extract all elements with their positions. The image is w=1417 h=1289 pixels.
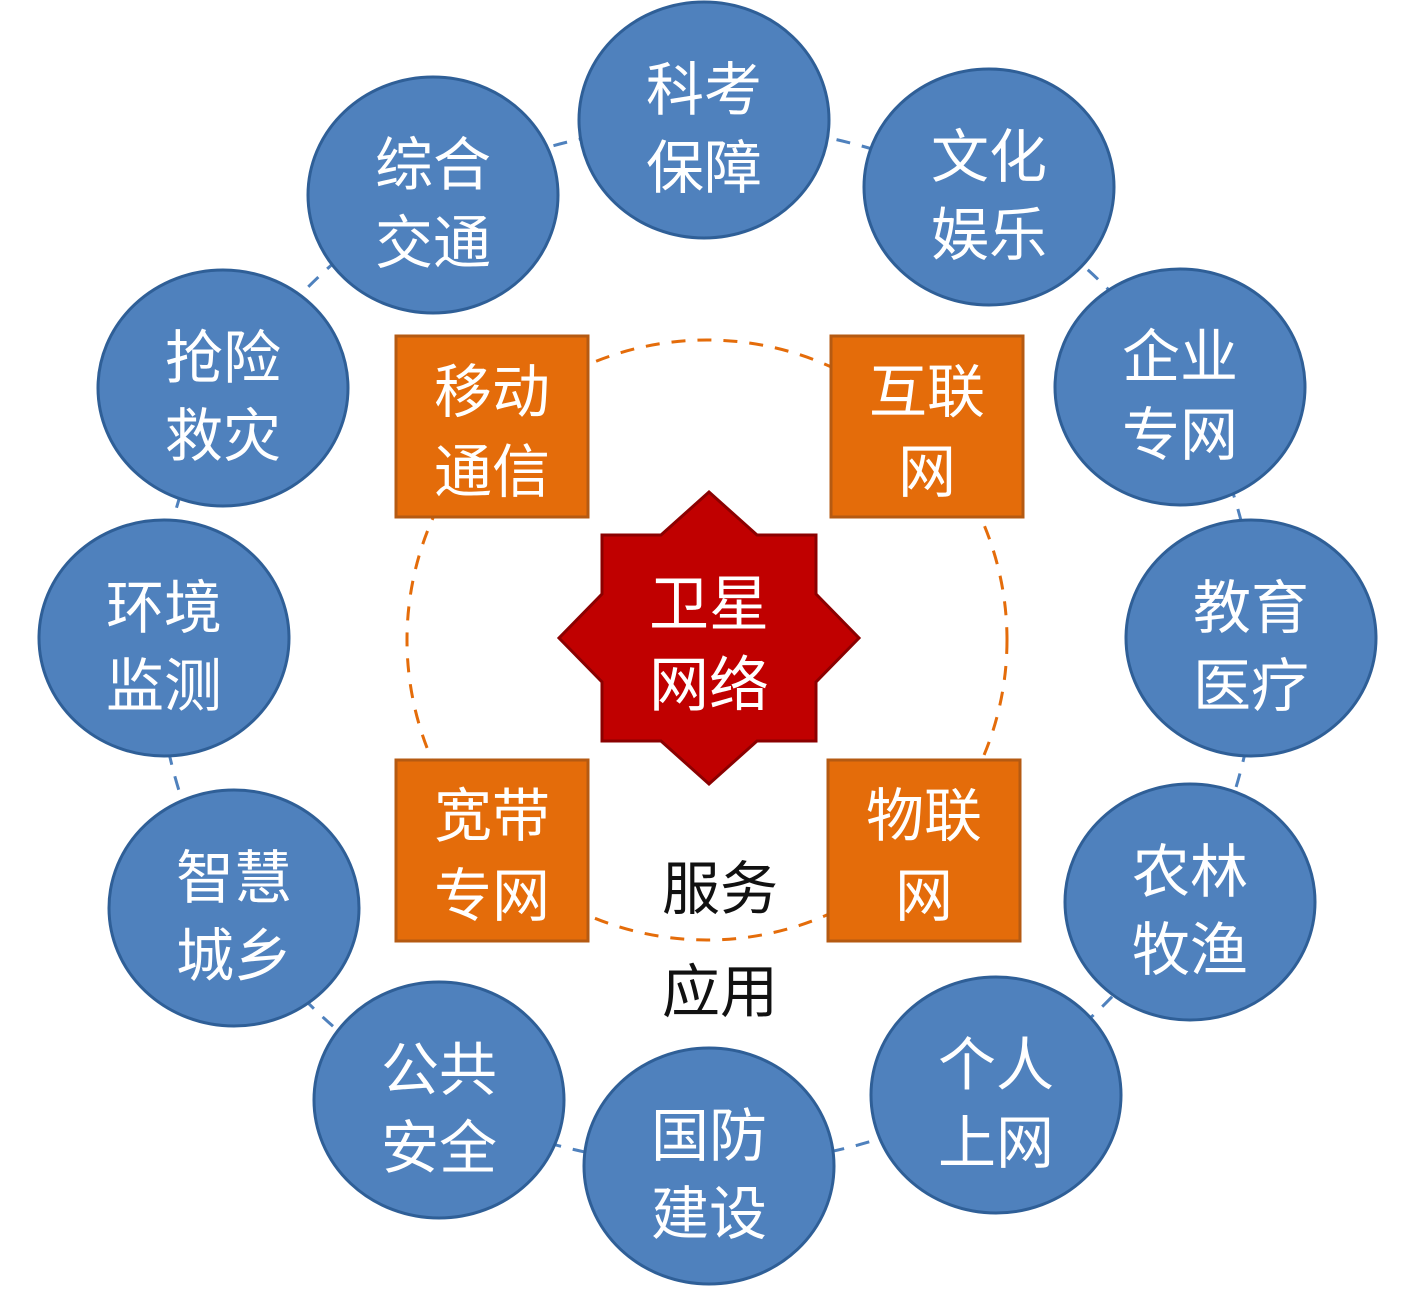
hub-star-shape xyxy=(556,489,862,787)
app-node-line2: 牧渔 xyxy=(1132,916,1248,984)
app-node-science: 科考 保障 xyxy=(577,0,831,240)
app-node-education: 教育 医疗 xyxy=(1124,518,1378,758)
network-box-line2: 网 xyxy=(898,438,956,506)
app-node-public-safety: 公共 安全 xyxy=(312,980,566,1220)
app-node-line1: 农林 xyxy=(1132,838,1248,906)
network-box-line2: 通信 xyxy=(434,438,550,506)
app-node-line1: 环境 xyxy=(106,574,222,642)
service-label-line1: 服务 xyxy=(662,855,778,923)
app-node-line1: 教育 xyxy=(1193,574,1309,642)
network-box-internet: 互联 网 xyxy=(829,334,1025,519)
network-box-line2: 专网 xyxy=(434,862,550,930)
app-node-line1: 公共 xyxy=(381,1036,497,1104)
app-node-line2: 医疗 xyxy=(1193,652,1309,720)
app-node-line2: 救灾 xyxy=(165,402,281,470)
app-node-line1: 企业 xyxy=(1122,323,1238,391)
network-box-iot: 物联 网 xyxy=(826,758,1022,943)
service-label-line2: 应用 xyxy=(662,958,778,1026)
app-node-line1: 个人 xyxy=(938,1031,1054,1099)
app-node-line2: 城乡 xyxy=(176,922,292,990)
network-box-broadband: 宽带 专网 xyxy=(394,758,590,943)
hub-line2: 网络 xyxy=(649,651,769,721)
app-node-transport: 综合 交通 xyxy=(306,75,560,315)
app-node-line1: 国防 xyxy=(651,1102,767,1170)
network-box-line1: 互联 xyxy=(869,358,985,426)
network-box-line1: 物联 xyxy=(866,782,982,850)
app-node-line2: 娱乐 xyxy=(931,201,1047,269)
app-node-line2: 监测 xyxy=(106,652,222,720)
network-box-mobile: 移动 通信 xyxy=(394,334,590,519)
hub-line1: 卫星 xyxy=(649,570,769,640)
app-node-line2: 安全 xyxy=(381,1114,497,1182)
app-node-line1: 科考 xyxy=(646,56,762,124)
network-box-line1: 宽带 xyxy=(434,782,550,850)
app-node-personal: 个人 上网 xyxy=(869,975,1123,1215)
app-node-disaster: 抢险 救灾 xyxy=(96,268,350,508)
app-node-smart-city: 智慧 城乡 xyxy=(107,788,361,1028)
hub-satellite-network: 卫星 网络 xyxy=(556,489,862,787)
app-node-culture: 文化 娱乐 xyxy=(862,67,1116,307)
app-node-defense: 国防 建设 xyxy=(582,1046,836,1286)
service-application-label: 服务 应用 xyxy=(662,855,778,1026)
app-node-line2: 保障 xyxy=(646,134,762,202)
app-node-line2: 上网 xyxy=(938,1109,1054,1177)
app-node-environment: 环境 监测 xyxy=(37,518,291,758)
network-box-line2: 网 xyxy=(895,862,953,930)
app-node-line2: 建设 xyxy=(651,1180,767,1248)
app-node-agriculture: 农林 牧渔 xyxy=(1063,782,1317,1022)
app-node-line2: 专网 xyxy=(1122,401,1238,469)
app-node-line1: 智慧 xyxy=(176,844,292,912)
app-node-line1: 文化 xyxy=(931,123,1047,191)
inner-connector-ring xyxy=(405,338,1009,942)
app-node-line2: 交通 xyxy=(375,209,491,277)
app-node-line1: 抢险 xyxy=(165,324,281,392)
network-box-line1: 移动 xyxy=(434,358,550,426)
app-node-line1: 综合 xyxy=(375,131,491,199)
app-node-enterprise: 企业 专网 xyxy=(1053,267,1307,507)
